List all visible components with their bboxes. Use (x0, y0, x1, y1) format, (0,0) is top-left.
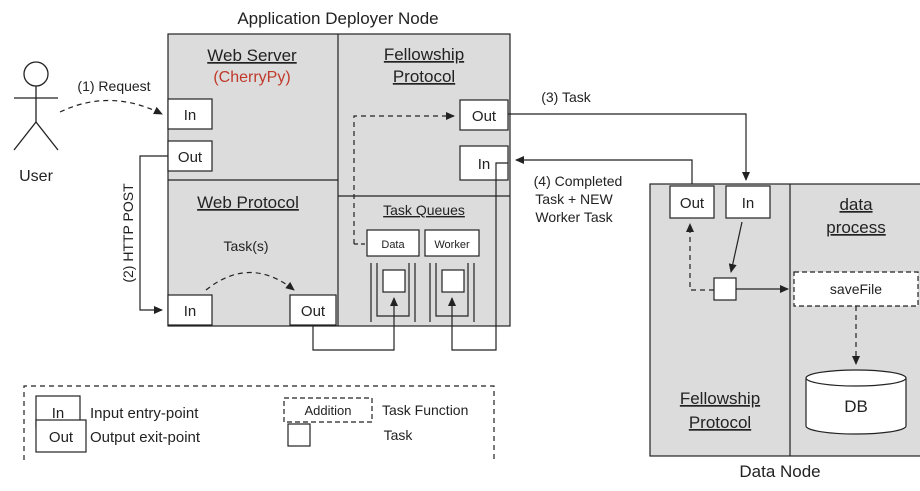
worker-queue-box (424, 229, 480, 257)
in-to-task-arrow (728, 221, 743, 273)
fellowship-out-label: Out (472, 108, 497, 125)
web-protocol-in-label: In (184, 303, 197, 320)
data-queue-box (366, 229, 420, 257)
data-queue-task (382, 269, 406, 293)
stick-figure-icon (13, 61, 59, 151)
data-process-title-line2: process (826, 218, 886, 237)
database-icon (805, 369, 907, 435)
in-to-worker-queue-arrow (448, 162, 508, 351)
worker-queue-task (441, 269, 465, 293)
legend-function-desc: Task Function (382, 402, 468, 418)
data-process-title-line1: data (839, 195, 873, 214)
fellowship-title-line2: Protocol (393, 67, 455, 86)
web-protocol-out-box (289, 294, 337, 326)
request-label: (1) Request (77, 78, 150, 94)
fellowship-out-box (459, 99, 509, 131)
data-node-out-label: Out (680, 195, 705, 212)
web-server-in-box (167, 98, 213, 130)
legend-frame (23, 385, 495, 460)
cherrypy-label: (CherryPy) (213, 69, 290, 86)
task-queues-title: Task Queues (383, 202, 465, 218)
http-post-label: (2) HTTP POST (120, 183, 136, 283)
app-node-title: Application Deployer Node (237, 9, 438, 28)
fellowship-title-line1: Fellowship (384, 45, 464, 64)
legend-out-box-label: Out (49, 429, 74, 446)
legend-addition-label: Addition (305, 403, 352, 418)
web-protocol-out-label: Out (301, 303, 326, 320)
web-protocol-in-box (167, 294, 213, 326)
web-server-out-box (167, 140, 213, 172)
data-node-fellowship-line1: Fellowship (680, 389, 760, 408)
web-server-out-label: Out (178, 149, 203, 166)
legend-out-desc: Output exit-point (90, 429, 201, 446)
worker-queue-label: Worker (434, 239, 470, 251)
legend-task-box (287, 423, 311, 447)
legend-out-box (35, 419, 87, 453)
data-node-task (713, 277, 737, 301)
data-node-out-box (669, 185, 715, 219)
savefile-box (793, 271, 919, 307)
savefile-label: saveFile (830, 281, 882, 297)
web-protocol-title: Web Protocol (197, 193, 299, 212)
out-to-data-queue-arrow (312, 297, 398, 351)
legend-task-desc: Task (384, 427, 414, 443)
web-server-title: Web Server (207, 46, 297, 65)
tasks-dashed-arrow (205, 272, 295, 291)
legend-addition-box (283, 397, 373, 423)
data-node-in-box (725, 185, 771, 219)
completed-label-line1: (4) Completed (534, 173, 623, 189)
data-queue-label: Data (381, 239, 405, 251)
task-edge-label: (3) Task (541, 89, 592, 105)
completed-label-line2: Task + NEW (535, 191, 613, 207)
completed-label-line3: Worker Task (535, 209, 613, 225)
user-label: User (19, 168, 53, 185)
task-arrow (508, 113, 750, 181)
completed-arrow (515, 156, 693, 184)
task-to-out-dashed-arrow (686, 223, 714, 291)
data-node-fellowship-line2: Protocol (689, 413, 751, 432)
queue-to-fellowship-dashed-arrow (353, 112, 455, 244)
data-node-in-label: In (742, 195, 755, 212)
data-node-title: Data Node (739, 462, 820, 481)
data-queue-bin (370, 263, 416, 322)
web-server-in-label: In (184, 107, 197, 124)
request-dashed-arrow (59, 99, 163, 115)
legend-in-box-label: In (52, 405, 65, 422)
http-post-arrow (139, 155, 168, 314)
fellowship-in-label: In (478, 156, 491, 173)
db-label: DB (844, 397, 868, 416)
legend-in-desc: Input entry-point (90, 405, 199, 422)
tasks-label: Task(s) (223, 238, 268, 254)
